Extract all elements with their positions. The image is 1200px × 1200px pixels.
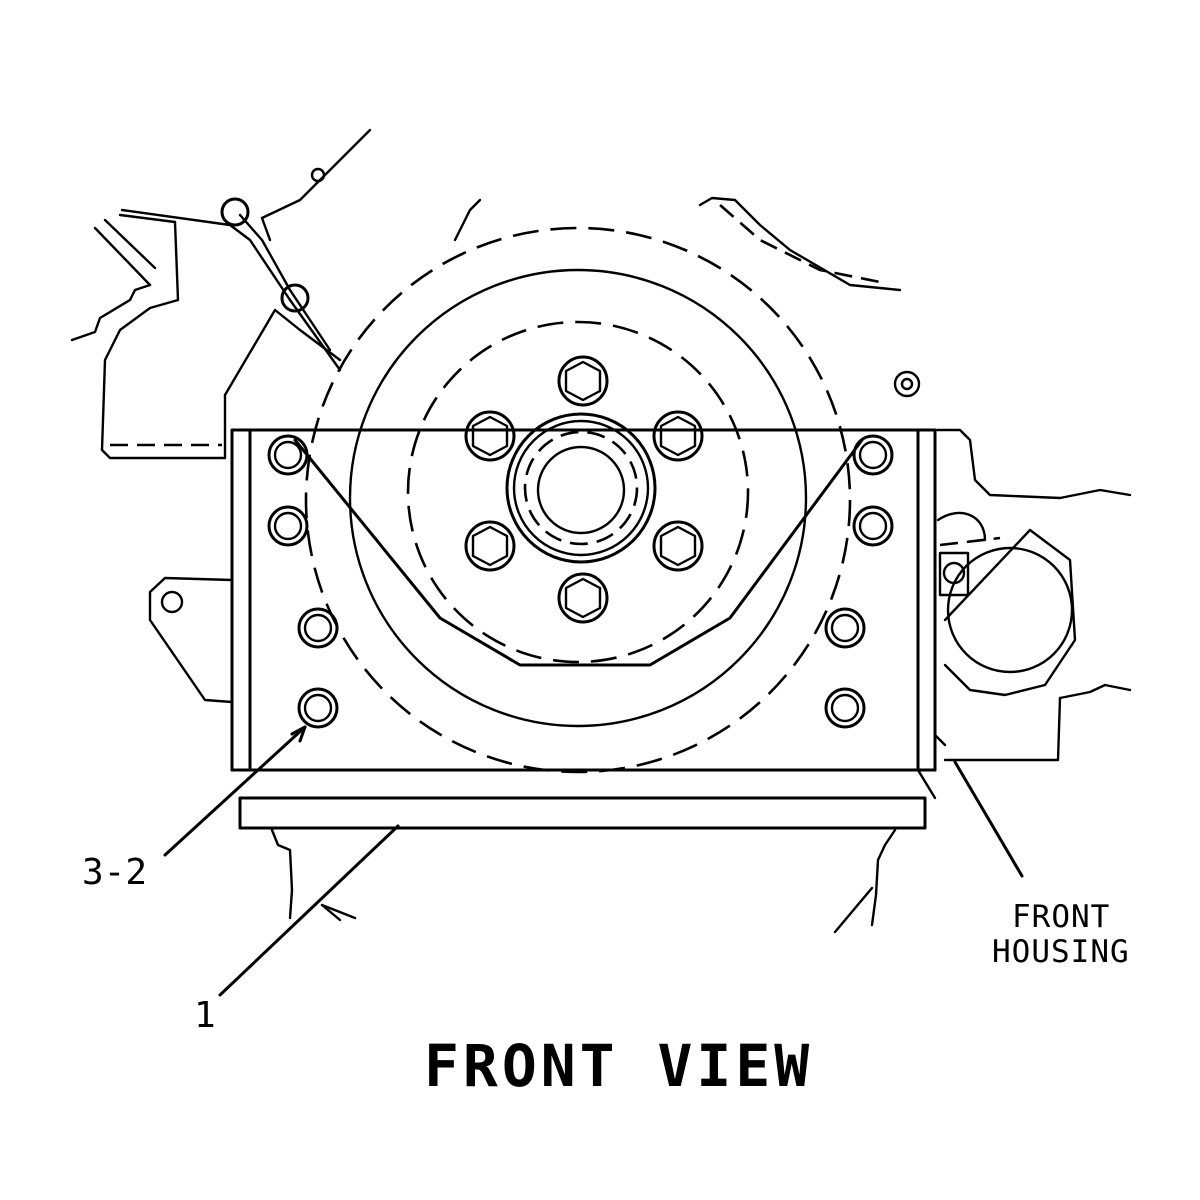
guard-bolt-r1 <box>852 434 894 476</box>
guard-bolt-r4 <box>824 687 866 729</box>
hub-bolt-lower-right <box>652 520 704 572</box>
lower-pan-outline <box>270 828 897 934</box>
hub-bolt-lower-left <box>464 520 516 572</box>
guard-plate <box>230 428 937 830</box>
upper-left-bolt-b <box>280 283 310 313</box>
engine-upper-right-outline <box>453 196 921 398</box>
middle-solid-ring <box>348 268 808 728</box>
front-housing-outline <box>933 428 1132 762</box>
outer-dashed-circle <box>304 226 852 774</box>
guard-bolt-r2 <box>852 505 894 547</box>
engine-upper-left-outline <box>70 128 372 460</box>
left-mount-bracket <box>148 576 234 704</box>
hub-bolt-bottom <box>557 572 609 624</box>
callout-3-2: 3-2 <box>82 852 147 893</box>
hub-bolt-top <box>557 355 609 407</box>
upper-left-hole <box>310 167 326 183</box>
guard-bolt-l2 <box>267 505 309 547</box>
front-housing-label-line1: FRONT <box>1012 899 1110 935</box>
guard-bolt-l3 <box>297 607 339 649</box>
inner-dashed-circle <box>406 320 750 664</box>
guard-bolt-l4 <box>297 687 339 729</box>
front-housing-label-line2: HOUSING <box>992 934 1130 970</box>
callout-1: 1 <box>194 995 216 1036</box>
upper-left-bolt-a <box>220 197 250 227</box>
leader-arrow-3-2 <box>290 725 307 743</box>
leader-1 <box>218 824 400 997</box>
leader-3-2 <box>163 725 307 857</box>
guard-bolt-l1 <box>267 434 309 476</box>
view-title: FRONT VIEW <box>424 1032 813 1100</box>
guard-bolt-r3 <box>824 607 866 649</box>
hub-bolt-upper-right <box>652 410 704 462</box>
hub-bolt-upper-left <box>464 410 516 462</box>
hub-bolt-pattern <box>464 355 704 624</box>
leader-front-housing <box>953 760 1024 878</box>
center-hub <box>505 412 657 564</box>
guard-bolts <box>267 434 894 729</box>
